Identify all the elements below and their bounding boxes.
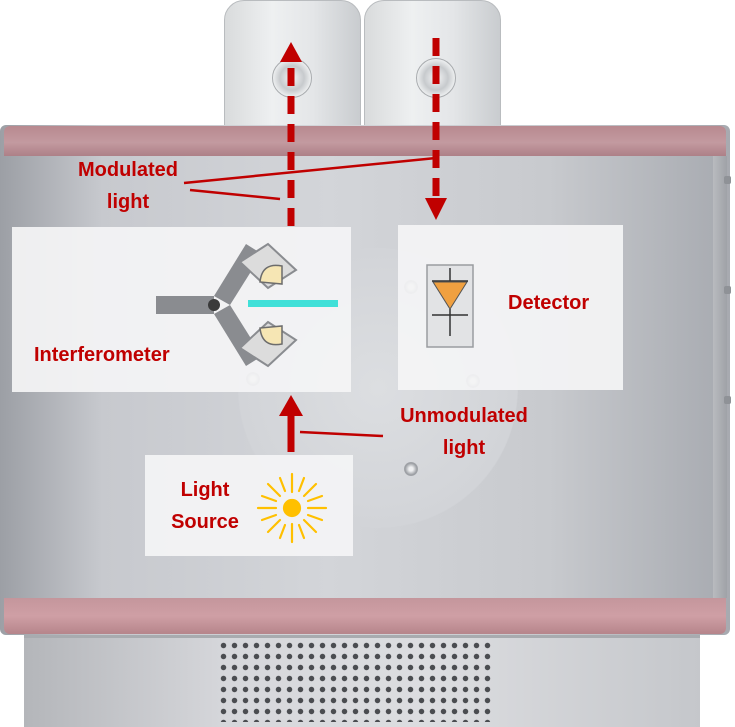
interferometer-label: Interferometer <box>34 344 170 366</box>
screw <box>404 462 418 476</box>
unmodulated-pointer-line <box>299 430 384 438</box>
light-source-label-line2: Source <box>171 511 239 533</box>
light-source-panel <box>145 455 353 556</box>
modulated-pointer-line <box>189 188 281 201</box>
device-side-panel <box>713 156 727 598</box>
light-source-label-line1: Light <box>180 479 230 501</box>
side-port <box>724 396 731 404</box>
detector-label: Detector <box>508 292 590 314</box>
detector-input-arrow <box>425 38 447 220</box>
modulated-light-arrow <box>280 42 302 226</box>
unmodulated-light-label: Unmodulated light <box>376 400 552 464</box>
unmodulated-light-label-line2: light <box>442 437 486 459</box>
sun-icon <box>256 472 328 544</box>
modulated-light-label-line2: light <box>106 191 150 213</box>
unmodulated-light-label-line1: Unmodulated <box>400 405 528 427</box>
unmodulated-light-arrow <box>279 395 303 452</box>
modulated-light-label: Modulated light <box>54 154 202 218</box>
device-base-edge <box>24 632 700 638</box>
modulated-pointer-line <box>183 156 437 185</box>
side-port <box>724 176 731 184</box>
modulated-light-label-line1: Modulated <box>78 159 178 181</box>
ventilation-grille <box>218 640 493 722</box>
photodiode-icon <box>426 264 474 348</box>
light-source-label: Light Source <box>160 474 250 538</box>
device-top-trim <box>4 126 726 156</box>
interferometer-icon <box>156 242 338 368</box>
side-port <box>724 286 731 294</box>
device-bottom-trim <box>4 598 726 634</box>
